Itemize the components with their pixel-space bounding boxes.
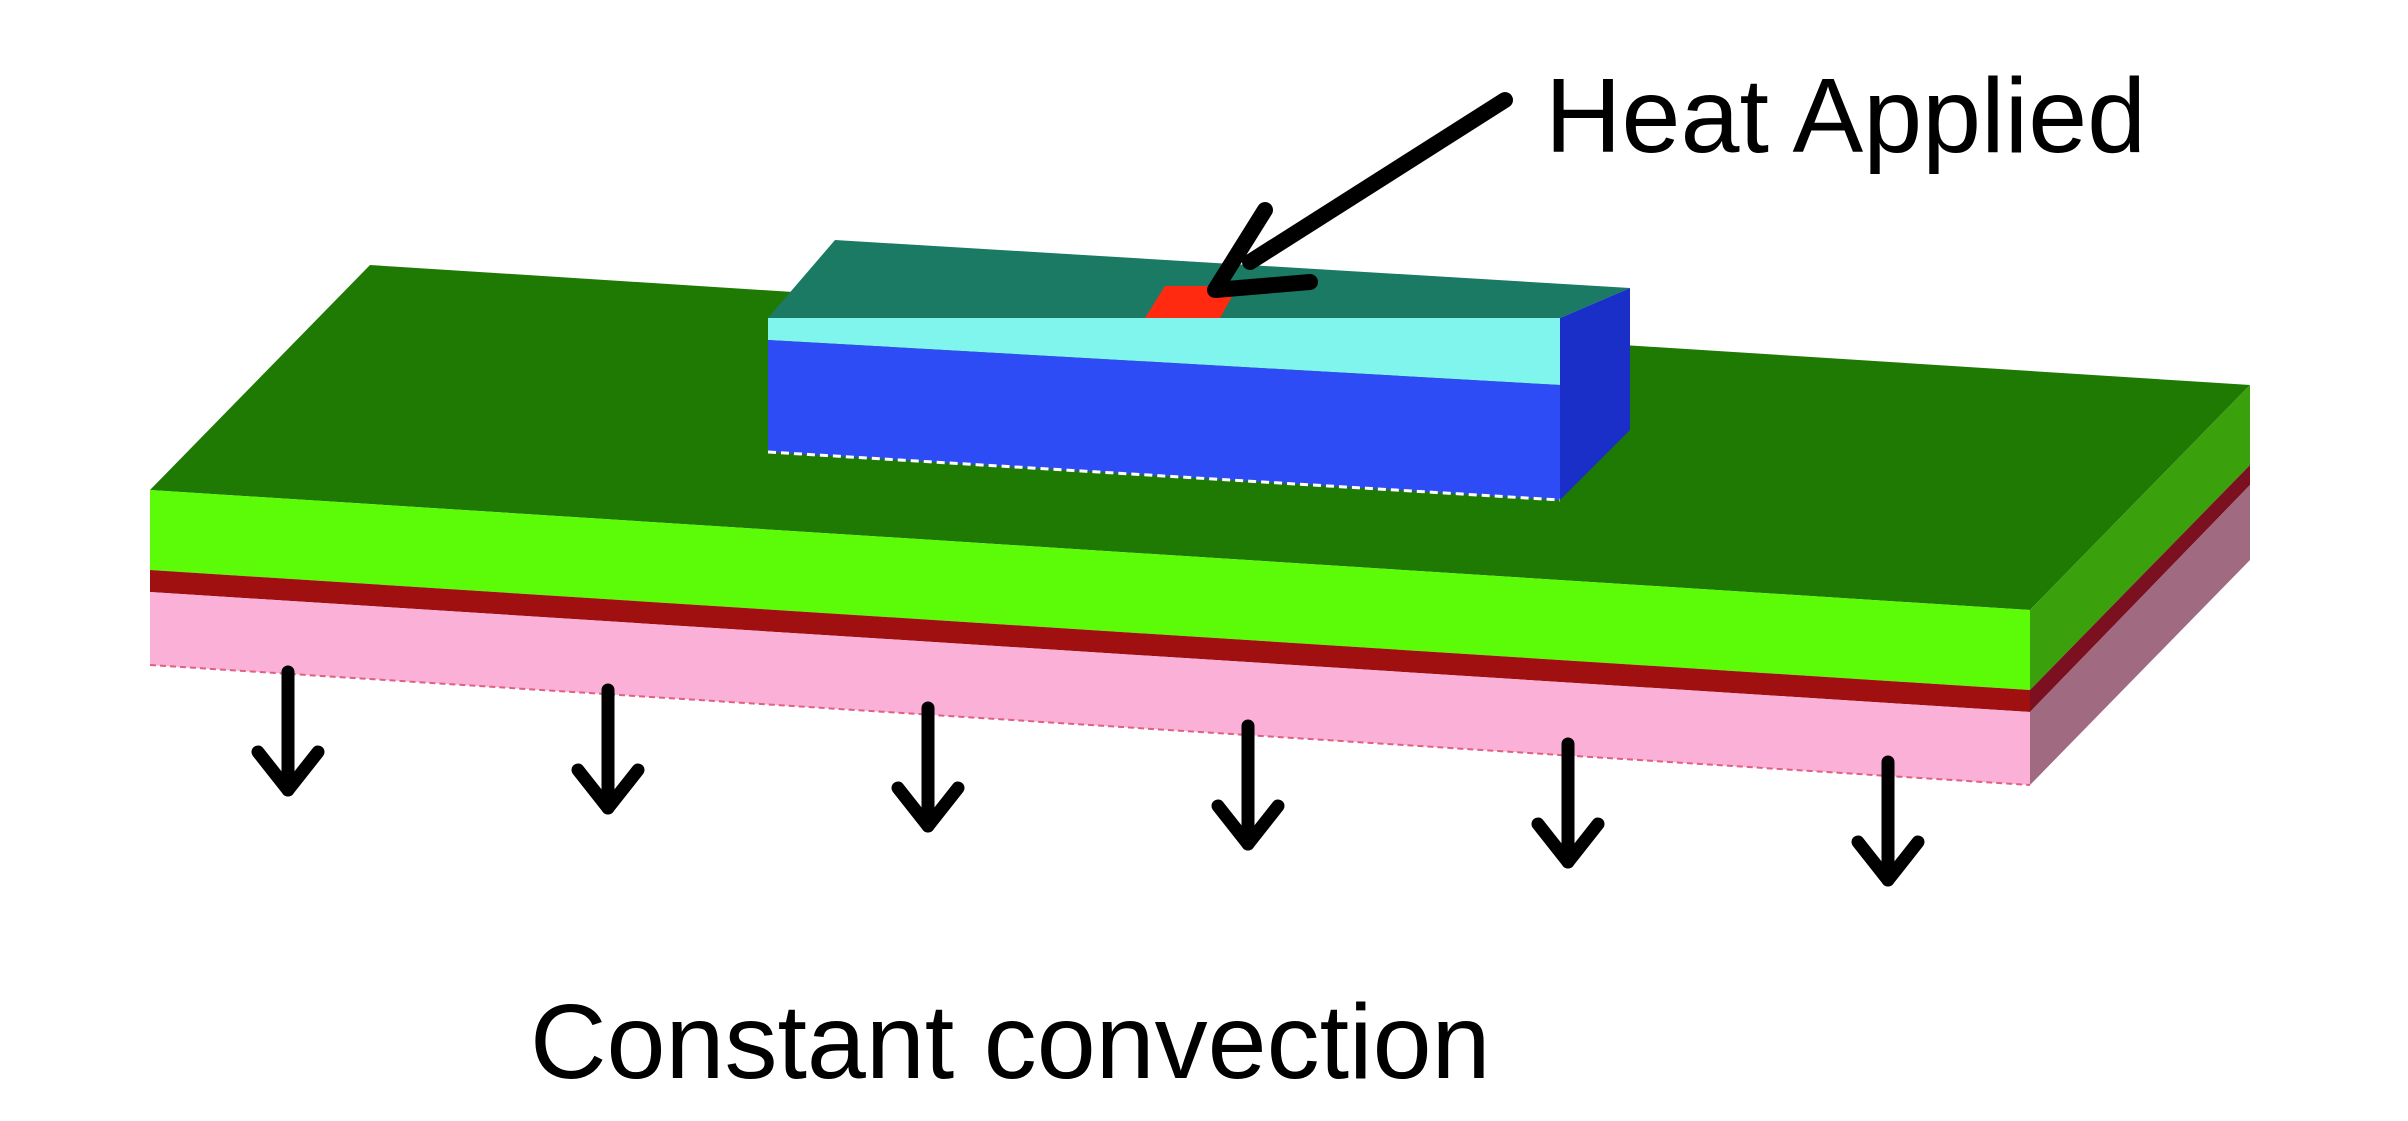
board-right-face — [2030, 385, 2250, 690]
pink-layer-bottom-edge — [149, 664, 2031, 786]
red-layer-right-face — [2030, 465, 2250, 712]
pink-layer — [149, 485, 2250, 786]
convection-arrow-head — [1531, 817, 1605, 869]
convection-arrow — [1851, 755, 1925, 887]
convection-arrow — [1211, 719, 1285, 851]
chip-band — [768, 318, 1560, 385]
heat-arrow-head — [1207, 202, 1318, 298]
chip-top-face — [768, 240, 1630, 318]
convection-arrow — [251, 665, 325, 797]
heat-arrow-shaft — [1242, 92, 1513, 270]
convection-arrow — [571, 683, 645, 815]
convection-arrow-head — [251, 745, 325, 797]
chip-bottom-edge — [767, 450, 1561, 502]
red-layer-front-face — [150, 570, 2030, 712]
board-front-face — [150, 490, 2030, 690]
chip-right-face — [1560, 288, 1630, 500]
heat-arrow — [1207, 92, 1513, 298]
red-layer — [150, 465, 2250, 712]
pink-layer-front-face — [150, 592, 2030, 785]
convection-arrow — [1531, 737, 1605, 869]
constant-convection-label: Constant convection — [530, 983, 1490, 1101]
chip-front-face — [768, 340, 1560, 500]
pink-layer-right-face — [2030, 485, 2250, 785]
convection-arrow-head — [1211, 799, 1285, 851]
chip — [767, 240, 1630, 502]
heat-applied-label: Heat Applied — [1545, 57, 2146, 175]
convection-arrow-head — [1851, 835, 1925, 887]
convection-arrow-head — [891, 781, 965, 833]
convection-arrow-head — [571, 763, 645, 815]
convection-arrows — [251, 665, 1925, 887]
convection-arrow — [891, 701, 965, 833]
